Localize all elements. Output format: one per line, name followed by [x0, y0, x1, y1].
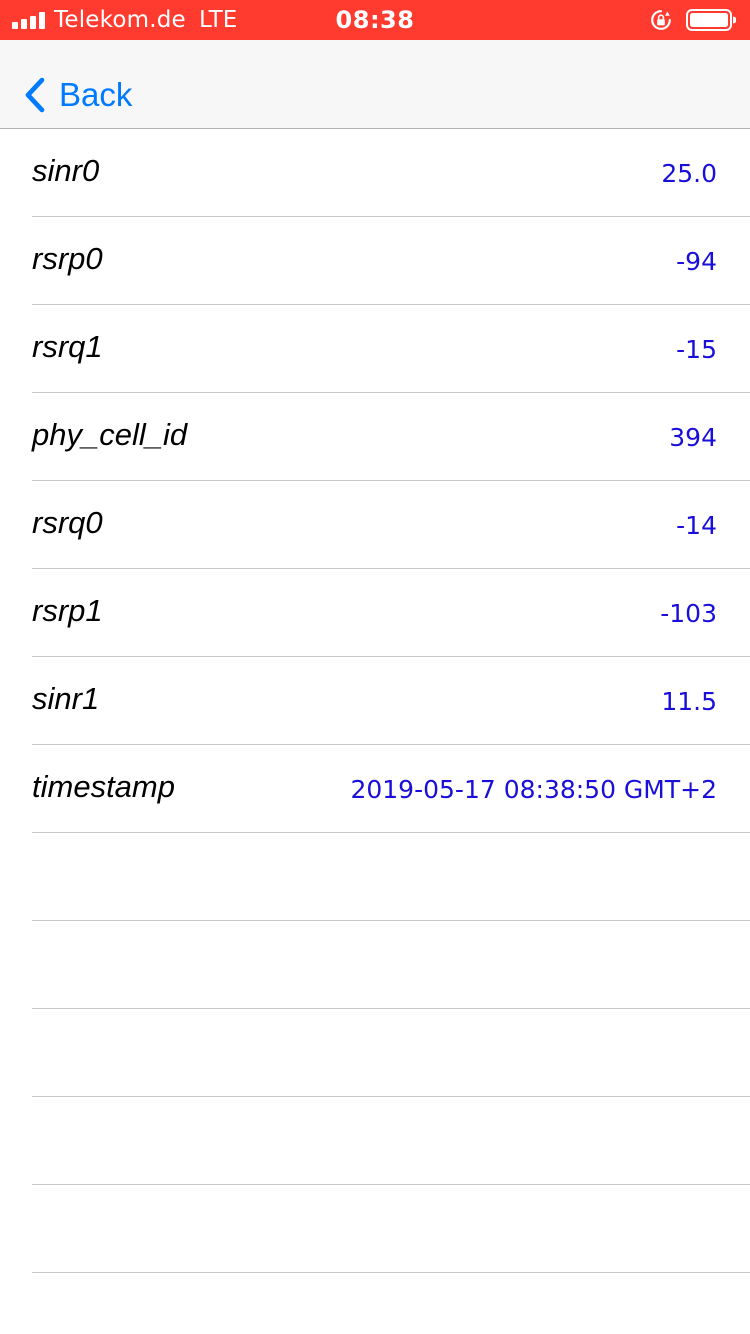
row-value: 11.5: [661, 687, 717, 716]
row-value: 25.0: [661, 159, 717, 188]
carrier-name: Telekom.de: [54, 7, 186, 33]
battery-icon: [686, 9, 736, 31]
row-key: rsrq0: [32, 505, 103, 540]
row-key: rsrp0: [32, 241, 103, 276]
back-label: Back: [59, 76, 133, 113]
empty-list-row: [32, 921, 750, 1009]
list-row-sinr1: sinr1 11.5: [32, 657, 750, 745]
status-bar: Telekom.de LTE 08:38: [0, 0, 750, 40]
row-value: 394: [669, 423, 717, 452]
empty-list-row: [32, 1185, 750, 1273]
status-time: 08:38: [335, 6, 415, 34]
row-value: -15: [676, 335, 717, 364]
empty-list-row: [32, 833, 750, 921]
rotation-lock-icon: [651, 10, 671, 30]
list-row-timestamp: timestamp 2019-05-17 08:38:50 GMT+2: [32, 745, 750, 833]
empty-list-row: [32, 1097, 750, 1185]
row-value: -94: [676, 247, 717, 276]
row-key: phy_cell_id: [32, 417, 188, 452]
list-row-rsrp0: rsrp0 -94: [32, 217, 750, 305]
row-key: sinr1: [32, 681, 100, 716]
row-value: -14: [676, 511, 717, 540]
row-value: -103: [660, 599, 717, 628]
measurement-list: sinr0 25.0 rsrp0 -94 rsrq1 -15 phy_cell_…: [0, 129, 750, 1273]
empty-list-row: [32, 1009, 750, 1097]
back-button[interactable]: Back: [22, 74, 132, 116]
chevron-left-icon: [25, 77, 45, 113]
navigation-bar: Back: [0, 40, 750, 129]
row-value: 2019-05-17 08:38:50 GMT+2: [350, 775, 717, 804]
row-key: rsrq1: [32, 329, 103, 364]
row-key: sinr0: [32, 153, 100, 188]
row-key: timestamp: [32, 769, 175, 804]
row-key: rsrp1: [32, 593, 103, 628]
cellular-signal-icon: [12, 12, 48, 29]
list-row-rsrp1: rsrp1 -103: [32, 569, 750, 657]
list-row-phy-cell-id: phy_cell_id 394: [32, 393, 750, 481]
list-row-rsrq0: rsrq0 -14: [32, 481, 750, 569]
list-row-rsrq1: rsrq1 -15: [32, 305, 750, 393]
list-row-sinr0: sinr0 25.0: [32, 129, 750, 217]
network-type: LTE: [199, 7, 238, 33]
